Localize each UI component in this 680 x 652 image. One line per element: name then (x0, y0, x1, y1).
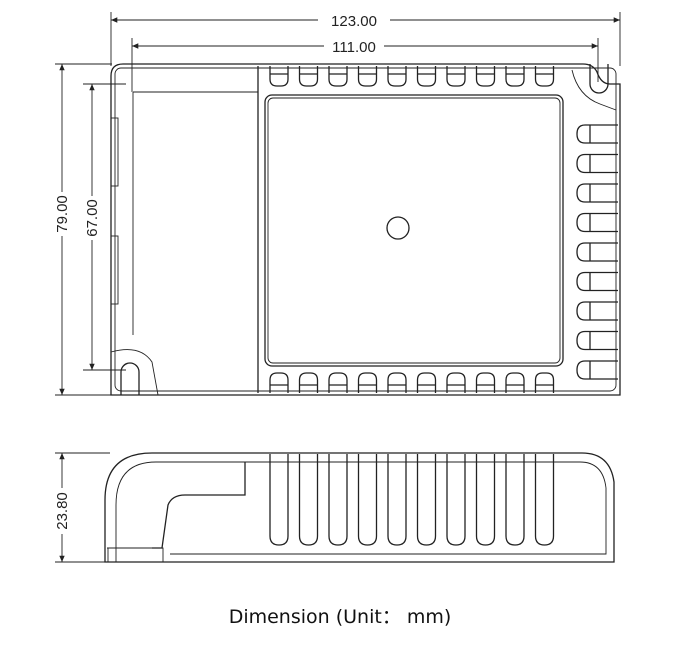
fin-side (534, 454, 555, 546)
fin-side (475, 454, 496, 546)
mounting-slot-bottom-left (120, 362, 140, 395)
fin-bottom (298, 372, 319, 393)
dimension-mounting-length: 111.00 (132, 39, 598, 56)
dimension-overall-length: 123.00 (111, 13, 620, 30)
fin-right (576, 301, 618, 321)
fin-bottom (475, 372, 496, 393)
fin-side (505, 454, 525, 546)
fin-right (576, 124, 618, 144)
fin-top (446, 66, 466, 87)
dimension-caption: Dimension (Unit： mm) (228, 606, 452, 628)
fin-bottom (416, 372, 437, 393)
label-panel (264, 94, 564, 367)
mounting-slot-top-right (589, 64, 609, 94)
fin-side (416, 454, 437, 546)
fin-right (576, 212, 618, 233)
dimension-mounting-width: 67.00 (84, 84, 101, 370)
center-hole (386, 216, 410, 240)
fin-right (576, 242, 618, 262)
fins-right-column (576, 124, 618, 380)
fin-top (416, 66, 437, 87)
fin-side (387, 454, 407, 546)
fin-top (505, 66, 525, 87)
fin-side (328, 454, 348, 546)
fin-bottom (357, 372, 378, 393)
fin-top (475, 66, 496, 87)
fins-side-row (269, 454, 555, 546)
fin-bottom (328, 372, 348, 393)
fin-bottom (387, 372, 407, 393)
fin-top (298, 66, 319, 87)
fin-side (357, 454, 378, 546)
fin-bottom (505, 372, 525, 393)
fin-top (387, 66, 407, 87)
dimension-overall-width: 79.00 (54, 64, 71, 395)
fin-bottom (534, 372, 555, 393)
fins-top-row (269, 66, 555, 87)
fin-bottom (269, 372, 289, 393)
fins-bottom-row (269, 372, 555, 393)
fin-side (298, 454, 319, 546)
fin-side (269, 454, 289, 546)
fin-side (446, 454, 466, 546)
fin-bottom (446, 372, 466, 393)
fin-right (576, 183, 618, 203)
mounting-width-label: 67.00 (84, 199, 101, 237)
side-view: 23.80 (54, 452, 615, 563)
housing-outline-side (104, 452, 615, 563)
fin-top (269, 66, 289, 87)
fin-right (576, 360, 618, 380)
fin-top (357, 66, 378, 87)
housing-outline-top (110, 63, 621, 396)
fin-right (576, 271, 618, 292)
fin-top (328, 66, 348, 87)
fin-right (576, 153, 618, 174)
fin-right (576, 330, 618, 351)
overall-length-label: 123.00 (331, 13, 377, 30)
mounting-length-label: 111.00 (332, 39, 376, 56)
dimension-height: 23.80 (54, 453, 71, 562)
height-label: 23.80 (54, 492, 71, 530)
overall-width-label: 79.00 (54, 195, 71, 233)
fin-top (534, 66, 555, 87)
top-view: 123.00 111.00 79.00 67.00 (54, 12, 621, 396)
